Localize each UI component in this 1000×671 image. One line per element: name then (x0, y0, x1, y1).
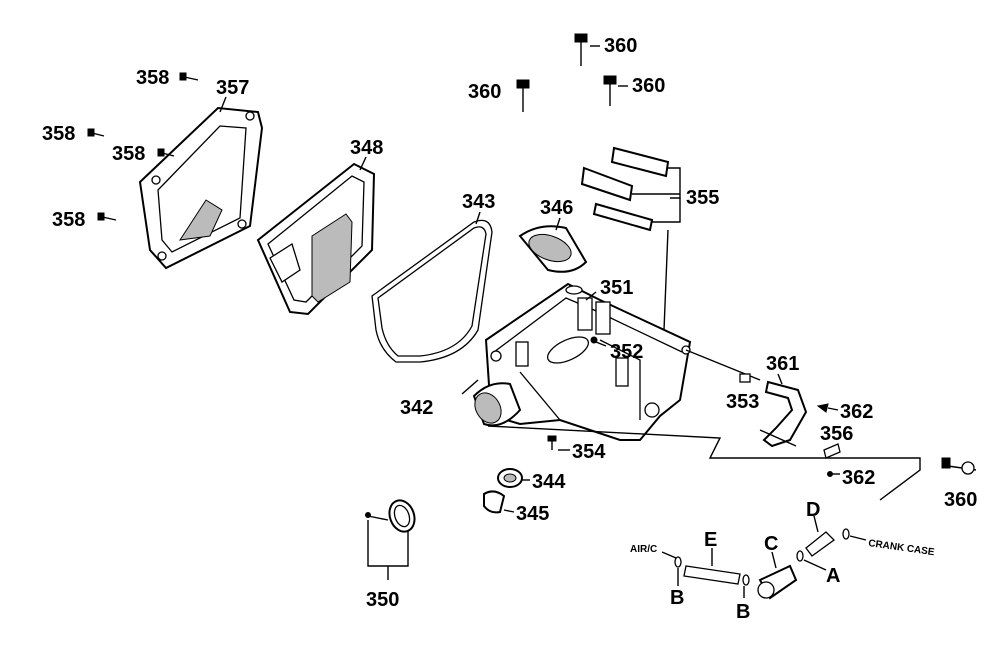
label-362-lower: 362 (842, 467, 875, 489)
label-344: 344 (532, 471, 566, 493)
label-351: 351 (600, 277, 633, 299)
hose-assembly (661, 515, 867, 600)
label-hose-a: A (826, 565, 840, 587)
label-hose-d: D (806, 499, 820, 521)
clamp-350 (365, 499, 416, 580)
strip-356 (823, 443, 841, 459)
cover-357 (138, 96, 264, 270)
label-361: 361 (766, 353, 799, 375)
label-hose-b-right: B (736, 601, 750, 623)
label-358-low: 358 (52, 209, 85, 231)
bolt-358-left (87, 128, 105, 137)
label-362-upper: 362 (840, 401, 873, 423)
bolt-358-low (97, 212, 117, 221)
clip-353 (739, 373, 751, 383)
label-hose-e: E (704, 529, 717, 551)
label-342: 342 (400, 397, 433, 419)
screw-352 (590, 336, 607, 347)
bolt-360-right (603, 75, 628, 106)
label-357: 357 (216, 77, 249, 99)
screw-362-upper (816, 403, 839, 413)
label-350: 350 (366, 589, 399, 611)
label-hose-b-left: B (670, 587, 684, 609)
label-354: 354 (572, 441, 606, 463)
label-358-mid: 358 (112, 143, 145, 165)
bolt-358-top (179, 72, 199, 81)
label-air-c: AIR/C (630, 544, 657, 555)
bolt-360-left (516, 79, 530, 112)
label-356: 356 (820, 423, 853, 445)
gasket-343 (371, 211, 493, 363)
label-crank-case: CRANK CASE (868, 538, 936, 558)
label-358-left: 358 (42, 123, 75, 145)
bracket-361 (759, 373, 808, 448)
label-360-right: 360 (632, 75, 665, 97)
label-360-left: 360 (468, 81, 501, 103)
screw-362-lower (827, 471, 840, 477)
foam-strips-355 (580, 146, 681, 331)
label-360-far-right: 360 (944, 489, 977, 511)
label-346: 346 (540, 197, 573, 219)
label-360-top: 360 (604, 35, 637, 57)
label-355: 355 (686, 187, 719, 209)
bolt-354 (547, 435, 570, 451)
bolt-358-mid (157, 148, 175, 157)
label-hose-c: C (764, 533, 778, 555)
label-345: 345 (516, 503, 549, 525)
label-358-top: 358 (136, 67, 169, 89)
filter-348 (256, 156, 376, 316)
part-labels: 342 343 344 345 346 348 350 351 352 353 … (42, 35, 977, 623)
label-352: 352 (610, 341, 643, 363)
funnel-346 (518, 217, 588, 273)
bolt-360-top (574, 33, 600, 66)
air-cleaner-case (461, 282, 692, 441)
label-348: 348 (350, 137, 383, 159)
label-353: 353 (726, 391, 759, 413)
bolt-360-far-right (941, 457, 977, 475)
cap-345 (483, 490, 515, 514)
nut-344 (497, 468, 530, 488)
label-343: 343 (462, 191, 495, 213)
